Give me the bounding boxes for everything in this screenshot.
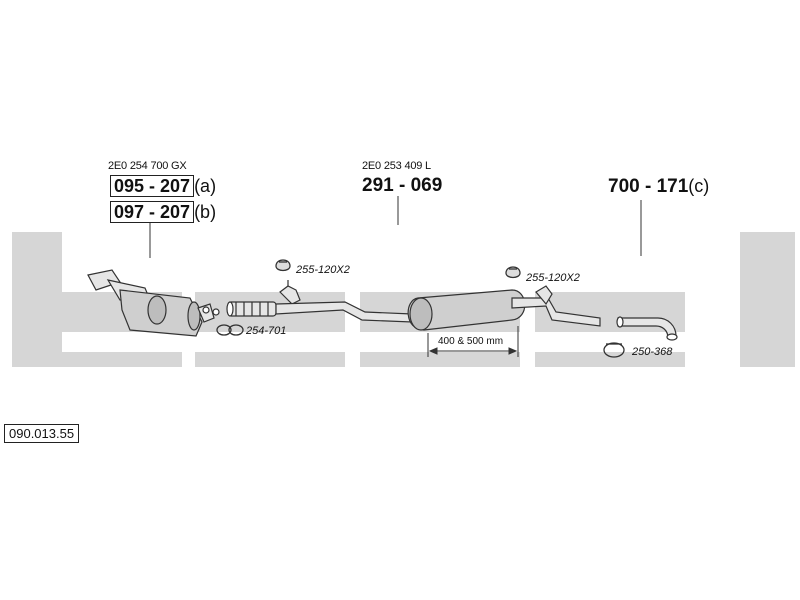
front-secondary-part-number: 097 - 207 <box>110 201 195 223</box>
rear-tailpipe <box>616 316 678 341</box>
hanger-bracket <box>279 280 301 305</box>
clamp-icon-left <box>275 259 291 272</box>
front-converter <box>87 269 220 337</box>
rear-clamp-label: 250-368 <box>632 346 673 358</box>
middle-pipe <box>275 301 413 323</box>
middle-muffler <box>407 285 601 331</box>
rear-part: 700 - 171(c) <box>608 175 709 198</box>
rear-part-variant: (c) <box>688 176 710 196</box>
clamp-right-label: 255-120X2 <box>526 272 580 284</box>
clamp-left-label: 255-120X2 <box>296 264 350 276</box>
gasket-icon <box>216 324 244 336</box>
front-oem-number: 2E0 254 700 GX <box>108 160 187 172</box>
front-primary-part-number: 095 - 207 <box>110 175 195 197</box>
middle-oem-number: 2E0 253 409 L <box>362 160 431 172</box>
watermark-block <box>12 352 182 367</box>
dimension-line <box>427 326 519 357</box>
front-secondary-part: 097 - 207(b) <box>110 201 216 223</box>
front-primary-part: 095 - 207(a) <box>110 175 216 197</box>
middle-part-number: 291 - 069 <box>362 175 443 196</box>
gasket-label: 254-701 <box>246 325 287 337</box>
front-secondary-variant: (b) <box>194 202 217 222</box>
catalog-number: 090.013.55 <box>4 424 80 443</box>
watermark-block <box>360 352 520 367</box>
clamp-icon-right <box>505 266 521 279</box>
watermark-block <box>195 352 345 367</box>
rear-clamp-icon <box>603 342 625 358</box>
flex-pipe <box>226 301 277 317</box>
front-primary-variant: (a) <box>194 176 217 196</box>
watermark-block <box>740 232 795 367</box>
dimension-label: 400 & 500 mm <box>438 336 504 347</box>
rear-part-number: 700 - 171 <box>608 176 689 197</box>
watermark-block <box>535 352 685 367</box>
